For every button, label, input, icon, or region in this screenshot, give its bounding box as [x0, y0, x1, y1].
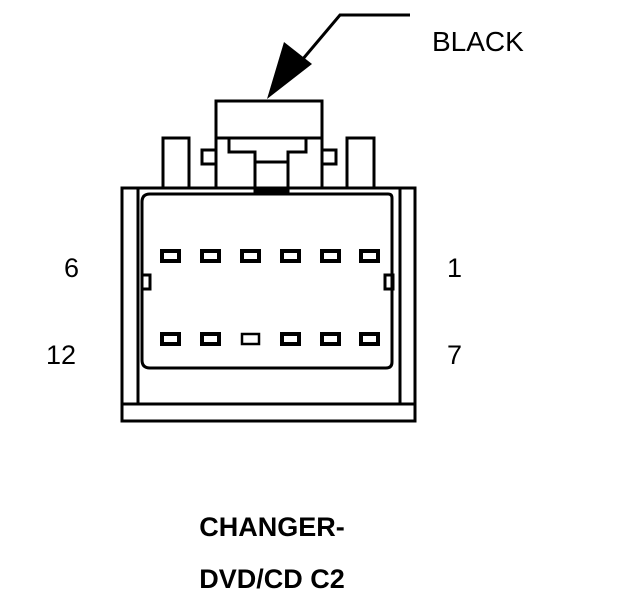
- right-shoulder-notch: [320, 148, 338, 166]
- pin-9: [280, 332, 301, 346]
- lock-step: [227, 138, 308, 164]
- pin-10: [240, 332, 261, 346]
- pin-cavity: [140, 192, 394, 370]
- connector-title-line-2: DVD/CD C2: [199, 564, 345, 594]
- pin-label-top-left: 6: [64, 253, 79, 283]
- leader-arrowhead: [267, 42, 312, 99]
- pin-label-bottom-left: 12: [46, 340, 76, 370]
- left-shoulder: [161, 136, 191, 188]
- left-shoulder-notch: [200, 148, 218, 166]
- pin-label-top-right: 1: [447, 253, 462, 283]
- pin-7: [359, 332, 380, 346]
- pin-11: [200, 332, 221, 346]
- connector-title-line-1: CHANGER-: [199, 512, 345, 542]
- leader-line: [295, 13, 410, 67]
- pin-4: [240, 249, 261, 263]
- pin-5: [200, 249, 221, 263]
- color-leader: [295, 13, 410, 67]
- pin-1: [359, 249, 380, 263]
- connector-body: [120, 99, 417, 423]
- pin-8: [320, 332, 341, 346]
- pin-row-top: [160, 249, 380, 263]
- right-shoulder: [345, 136, 376, 188]
- side-latch-right: [383, 273, 395, 291]
- pin-2: [320, 249, 341, 263]
- pin-label-bottom-right: 7: [447, 340, 462, 370]
- side-latch-left: [140, 273, 152, 291]
- pin-3: [280, 249, 301, 263]
- lock-tab: [253, 160, 290, 193]
- connector-color-label: BLACK: [432, 26, 524, 57]
- connector-housing: [120, 186, 417, 423]
- lock-tower: [214, 99, 324, 188]
- pin-row-bottom: [160, 332, 380, 346]
- pin-12: [160, 332, 181, 346]
- pin-6: [160, 249, 181, 263]
